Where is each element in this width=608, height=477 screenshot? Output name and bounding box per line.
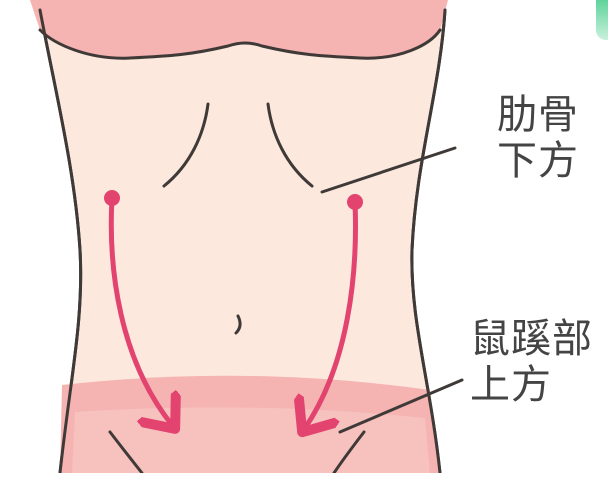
label-rib: 肋骨 下方: [497, 92, 579, 184]
label-rib-line1: 肋骨: [497, 92, 579, 138]
label-groin: 鼠蹊部 上方: [470, 316, 593, 408]
label-groin-line2: 上方: [470, 362, 593, 408]
label-rib-line2: 下方: [497, 138, 579, 184]
label-groin-line1: 鼠蹊部: [470, 316, 593, 362]
corner-accent: [596, 0, 608, 40]
